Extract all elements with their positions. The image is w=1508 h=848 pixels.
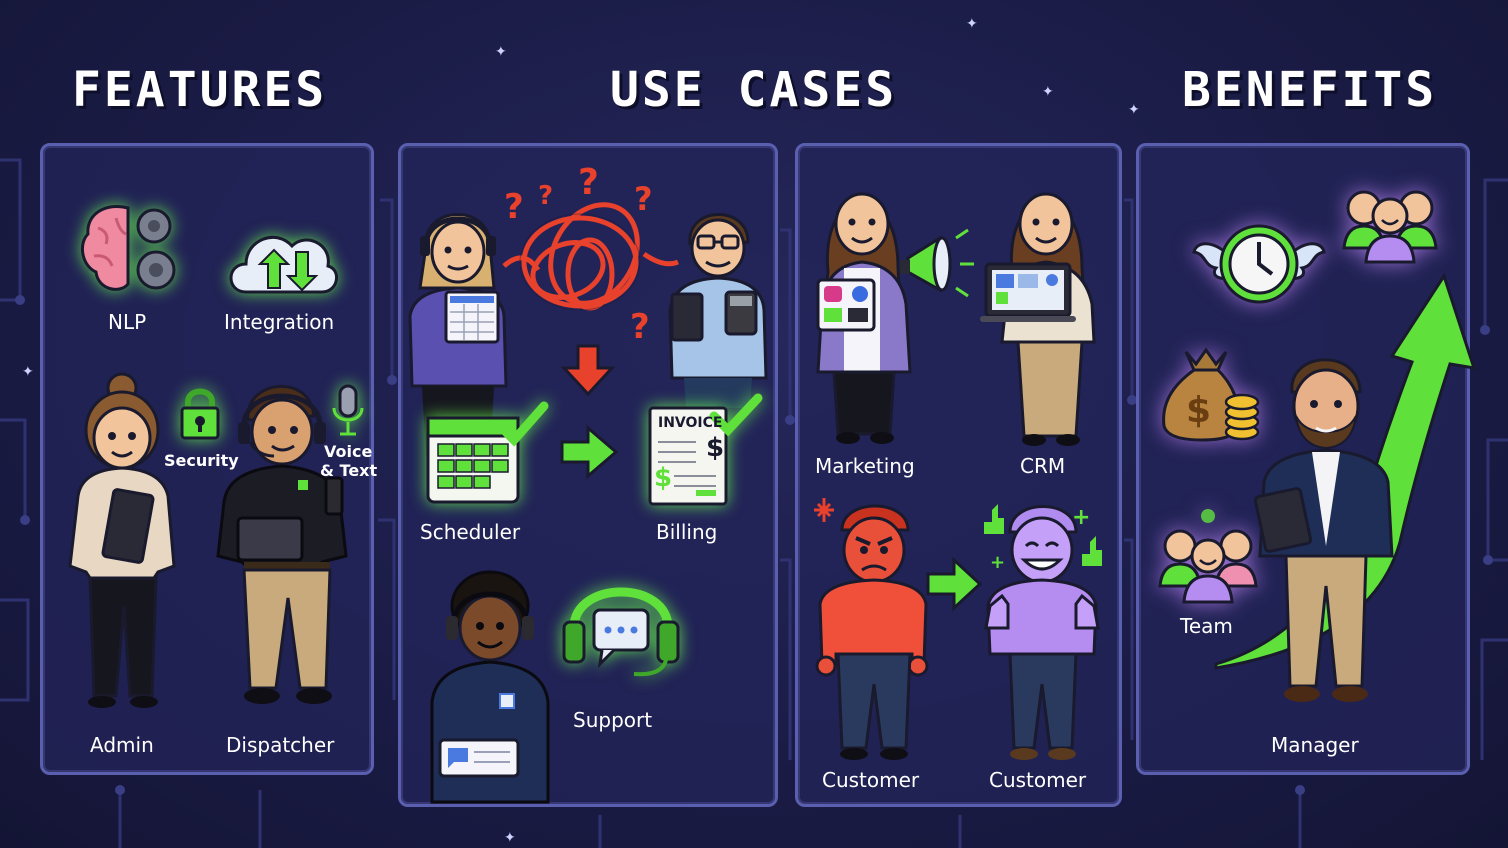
admin-figure <box>68 372 176 708</box>
crm-label: CRM <box>1020 454 1066 478</box>
svg-text:+: + <box>990 552 1005 573</box>
headset-chat-icon <box>562 587 680 677</box>
dispatcher-label: Dispatcher <box>226 733 335 757</box>
svg-text:+: + <box>1072 505 1090 530</box>
invoice-icon: $ $ <box>648 393 763 506</box>
marketing-label: Marketing <box>815 454 915 478</box>
customer-angry-label: Customer <box>822 768 920 792</box>
heading-features: FEATURES <box>72 62 328 118</box>
sparkle-icon: ✦ <box>22 364 34 380</box>
svg-text:$: $ <box>706 433 724 463</box>
support-agent-figure <box>430 570 550 804</box>
billing-agent-figure <box>668 213 768 408</box>
team-label: Team <box>1180 614 1233 638</box>
cloud-sync-icon <box>229 235 338 294</box>
tangled-confusion-icon: ? ? ? ? ? <box>502 162 679 347</box>
sparkle-icon: ✦ <box>495 44 507 60</box>
sparkle-icon: ✦ <box>966 16 978 32</box>
invoice-text: INVOICE <box>658 415 723 431</box>
svg-text:?: ? <box>504 187 524 227</box>
arrow-right-icon <box>926 556 983 612</box>
scheduler-label: Scheduler <box>420 520 521 544</box>
lock-icon <box>180 388 220 440</box>
happy-group-icon <box>1342 190 1438 264</box>
svg-text:?: ? <box>630 307 650 347</box>
integration-label: Integration <box>224 310 335 334</box>
arrow-down-icon <box>560 344 616 397</box>
manager-figure <box>1253 358 1394 702</box>
svg-text:$: $ <box>654 463 672 493</box>
nlp-label: NLP <box>108 310 147 334</box>
microphone-icon <box>332 384 364 436</box>
brain-gear-icon <box>80 205 176 291</box>
money-bag-icon: $ <box>1162 347 1260 442</box>
heading-benefits: BENEFITS <box>1182 62 1438 118</box>
marketing-figure <box>816 192 974 444</box>
svg-text:$: $ <box>1186 390 1211 431</box>
security-label: Security <box>164 451 239 470</box>
svg-text:?: ? <box>578 162 599 203</box>
heading-use-cases: USE CASES <box>610 62 898 118</box>
dispatcher-figure <box>216 384 348 704</box>
arrow-right-icon <box>560 424 619 480</box>
flying-clock-icon <box>1192 224 1326 304</box>
happy-customer-figure: + + <box>984 504 1102 760</box>
sparkle-icon: ✦ <box>504 830 516 846</box>
angry-customer-figure <box>814 498 929 760</box>
crm-figure <box>980 192 1096 446</box>
customer-happy-label: Customer <box>989 768 1087 792</box>
team-icon <box>1158 509 1258 604</box>
calendar-check-icon <box>426 401 549 504</box>
manager-label: Manager <box>1271 733 1359 757</box>
voice-text-label: Voice & Text <box>320 442 378 480</box>
billing-label: Billing <box>656 520 718 544</box>
support-label: Support <box>573 708 653 732</box>
sparkle-icon: ✦ <box>1042 84 1054 100</box>
sparkle-icon: ✦ <box>1128 102 1140 118</box>
admin-label: Admin <box>90 733 154 757</box>
svg-text:?: ? <box>538 181 553 211</box>
svg-text:?: ? <box>634 180 653 218</box>
